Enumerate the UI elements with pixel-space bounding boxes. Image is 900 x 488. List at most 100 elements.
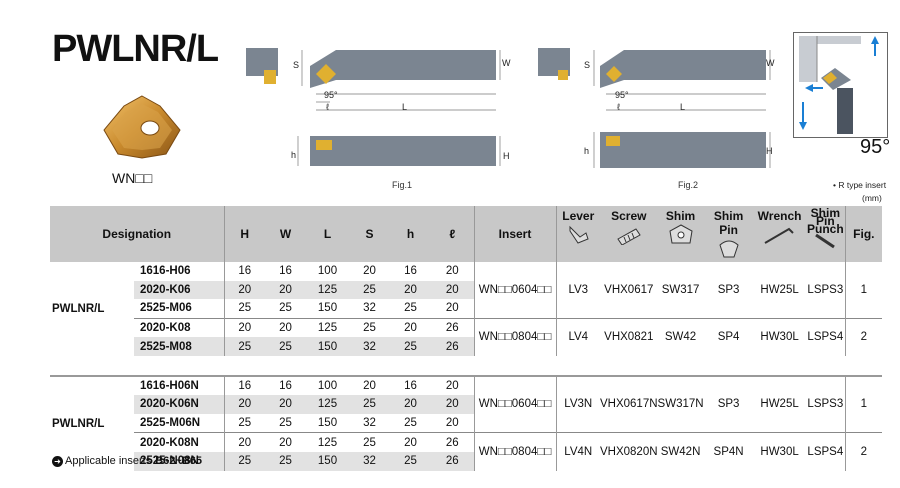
designation-code: 2020-K06 — [134, 280, 224, 300]
dim2-l: L — [680, 102, 686, 112]
dim-ell: 20 — [445, 417, 459, 430]
dim-s: S — [293, 60, 300, 70]
dim-H: 25 — [223, 451, 265, 471]
product-title: PWLNR/L — [52, 28, 219, 70]
screw-label: Screw — [611, 209, 647, 223]
dim-S: 32 — [349, 451, 390, 471]
designation-code: 2525-M06 — [140, 302, 192, 315]
dim-H: 25 — [223, 337, 265, 356]
dim-S: 32 — [363, 417, 376, 430]
fig1-label: Fig.1 — [392, 180, 413, 190]
dim2-s: S — [584, 60, 591, 70]
dim-W: 20 — [265, 395, 306, 414]
wrench-cell: HW25L — [760, 398, 799, 411]
unit-note: (mm) — [862, 193, 882, 203]
shim-pin-label: Shim Pin — [713, 209, 744, 237]
dim-W: 20 — [265, 280, 306, 300]
dim-W: 20 — [279, 322, 292, 335]
dim-L: 150 — [306, 337, 349, 356]
dim-W: 25 — [265, 451, 306, 471]
header-shim: Shim — [657, 206, 704, 262]
cutting-diagram — [793, 32, 888, 138]
dim-ell: 20 — [445, 265, 459, 278]
shim-cell: SW317N — [657, 398, 704, 411]
insert-image — [103, 95, 181, 159]
dim-ell: ℓ — [326, 102, 329, 112]
dim-S: 20 — [363, 265, 376, 278]
header-shim-pin: Shim Pin — [703, 206, 754, 262]
lever-cell: LV3 — [555, 262, 600, 319]
punch-cell: LSPS4 — [807, 331, 844, 344]
wrench-label: Wrench — [757, 209, 802, 223]
dim-h: 16 — [404, 265, 417, 278]
screw-icon — [617, 228, 641, 246]
dim-H: 25 — [223, 413, 265, 433]
dim-S: 25 — [363, 436, 376, 449]
dim-H: 20 — [223, 280, 265, 300]
shim-pin-cell: SP3 — [717, 398, 740, 411]
designation-code: 2525-N08N — [134, 451, 224, 471]
header-W: W — [265, 206, 306, 262]
dim-W: 25 — [265, 337, 306, 356]
header-S: S — [349, 206, 390, 262]
designation-code: 1616-H06 — [140, 265, 191, 278]
dim-S: 25 — [349, 395, 390, 414]
dim-W: 25 — [279, 302, 292, 315]
insert-code-cell: WN□□0604□□ — [473, 375, 556, 433]
dim-ell: 26 — [445, 436, 459, 449]
dim-h: 25 — [404, 417, 417, 430]
dim-W: 16 — [279, 265, 292, 278]
shim-label: Shim — [665, 209, 696, 223]
wrench-cell: HW30L — [760, 331, 799, 344]
dim-H: 16 — [223, 375, 265, 396]
dim-S: 25 — [363, 322, 376, 335]
dim2-h-small: h — [584, 146, 590, 156]
dim2-ell: ℓ — [617, 102, 620, 112]
wrench-cell: HW25L — [760, 283, 799, 296]
dim-W: 16 — [279, 379, 292, 392]
header-designation: Designation — [50, 206, 224, 262]
dim-angle: 95° — [324, 90, 338, 100]
series-name: PWLNR/L — [52, 302, 105, 315]
dim-W: 20 — [279, 436, 292, 449]
dim-ell: 20 — [431, 280, 474, 300]
dim-H: 20 — [223, 395, 265, 414]
dim-ell: 26 — [431, 337, 474, 356]
shim-pin-cell: SP4 — [717, 331, 740, 344]
footer-pages: B62~B65 — [155, 455, 203, 467]
fig1-drawing — [246, 48, 501, 166]
approach-angle: 95° — [860, 136, 891, 158]
header-screw: Screw — [600, 206, 658, 262]
dim-ell: 20 — [445, 379, 459, 392]
header-shim-pin-punch: Shim Pin Punch — [805, 206, 846, 262]
shim-icon — [669, 224, 693, 244]
dim-h: 25 — [390, 337, 431, 356]
header-L: L — [306, 206, 349, 262]
dim-h: 25 — [390, 451, 431, 471]
dim-ell: 20 — [445, 302, 459, 315]
dim-L: 125 — [317, 322, 338, 335]
header-wrench: Wrench — [753, 206, 806, 262]
designation-code: 1616-H06N — [140, 379, 199, 392]
dim-h: 20 — [404, 322, 417, 335]
header-H: H — [223, 206, 265, 262]
group-separator — [50, 356, 882, 376]
wrench-icon — [764, 227, 794, 244]
shim-pin-cell: SP3 — [717, 283, 740, 296]
dim2-w: W — [766, 58, 775, 68]
shim-cell: SW42 — [664, 331, 697, 344]
dim-h-small: h — [291, 150, 297, 160]
fig2-label: Fig.2 — [678, 180, 699, 190]
designation-code: 2525-M08 — [134, 337, 224, 356]
designation-code: 2525-M06N — [140, 417, 201, 430]
designation-code: 2020-K06N — [134, 395, 224, 414]
series-name: PWLNR/L — [52, 417, 105, 430]
insert-code-cell: WN□□0804□□ — [473, 318, 556, 356]
spec-table: Designation H W L S h ℓ Insert Lever Scr… — [50, 206, 882, 471]
